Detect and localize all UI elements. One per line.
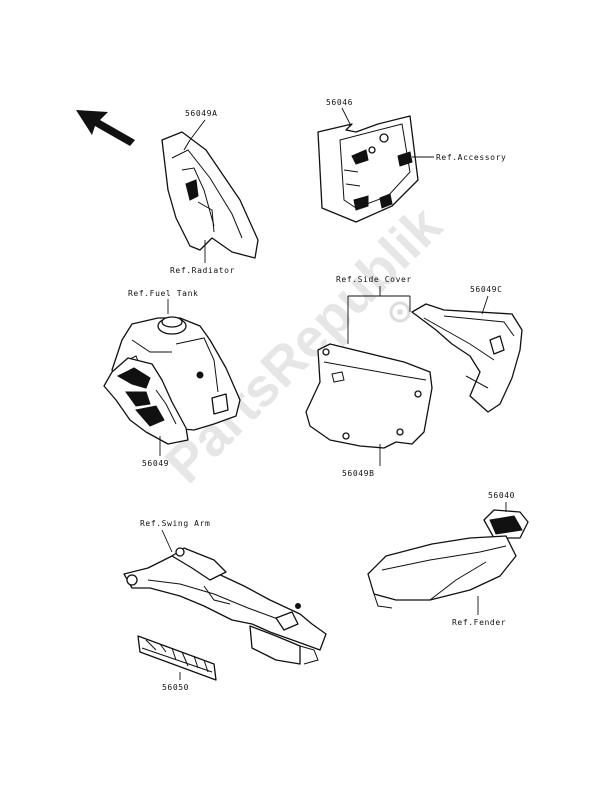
rear-fender <box>367 535 517 609</box>
decal-56050 <box>137 635 217 681</box>
decal-56040 <box>483 509 529 539</box>
decal-56049b <box>305 343 433 449</box>
label-ref-radiator: Ref.Radiator <box>170 266 235 275</box>
label-ref-side-cover: Ref.Side Cover <box>336 275 412 284</box>
decal-56049a <box>161 131 259 259</box>
label-ref-swing-arm: Ref.Swing Arm <box>140 519 210 528</box>
label-ref-accessory: Ref.Accessory <box>436 153 506 162</box>
swing-arm <box>123 547 327 665</box>
label-56049a: 56049A <box>185 109 218 118</box>
gear-logo-icon <box>389 301 411 323</box>
decal-56049 <box>103 357 189 445</box>
label-56049c: 56049C <box>470 285 503 294</box>
label-56046: 56046 <box>326 98 353 107</box>
front-arrow-icon <box>76 110 135 146</box>
label-ref-fender: Ref.Fender <box>452 618 506 627</box>
label-56049: 56049 <box>142 459 169 468</box>
label-56040: 56040 <box>488 491 515 500</box>
decal-56046 <box>317 115 419 223</box>
label-ref-fuel-tank: Ref.Fuel Tank <box>128 289 198 298</box>
decal-56049c <box>411 303 523 413</box>
label-56049b: 56049B <box>342 469 375 478</box>
label-56050: 56050 <box>162 683 189 692</box>
